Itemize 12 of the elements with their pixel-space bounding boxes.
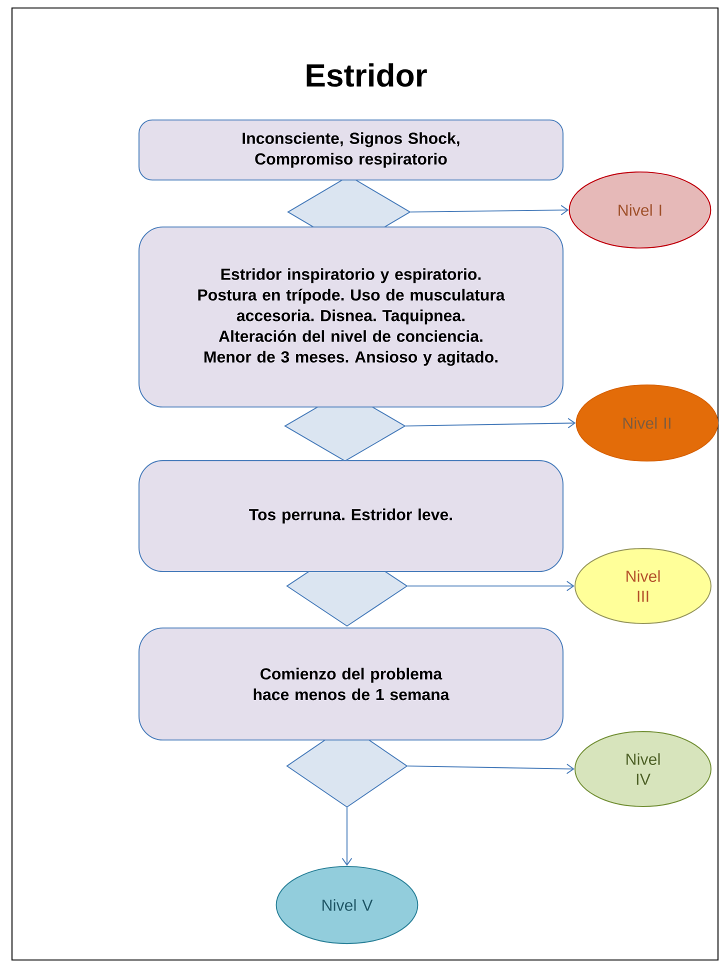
process-box: Comienzo del problema hace menos de 1 semana <box>138 627 564 741</box>
arrow <box>407 764 574 774</box>
title: Estridor <box>306 63 427 87</box>
decision-diamond <box>286 739 408 808</box>
arrow <box>342 807 352 866</box>
arrow <box>405 418 576 428</box>
process-box: Tos perruna. Estridor leve. <box>138 460 564 572</box>
process-box: Estridor inspiratorio y espiratorio. Postura en trípode. Uso de musculatura accesoria. Disnea. Taquipnea. Alteración del nivel de conciencia. Menor de 3 meses. Ansioso y agitado. <box>138 226 564 408</box>
arrow <box>410 205 569 216</box>
arrow <box>407 580 574 592</box>
decision-diamond <box>286 570 408 627</box>
process-box: Inconsciente, Signos Shock, Compromiso respiratorio <box>138 119 564 181</box>
